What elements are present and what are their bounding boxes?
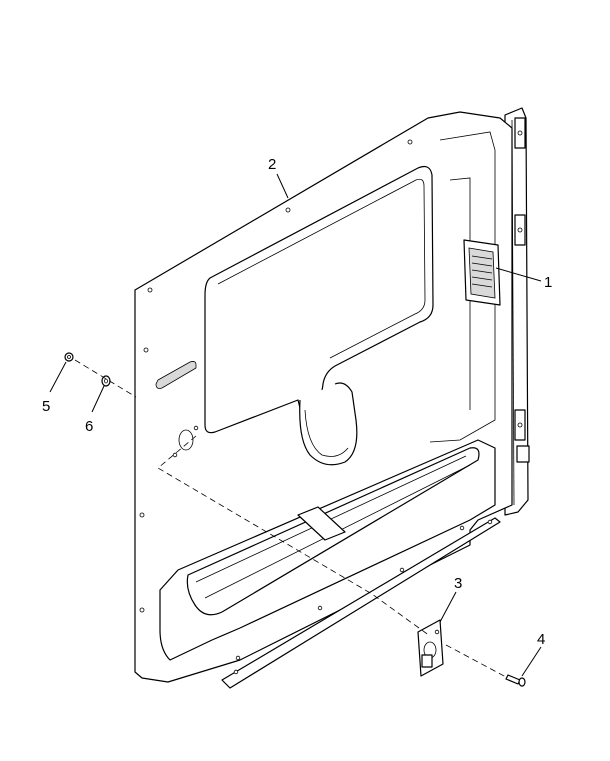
- push-pin: [64, 352, 74, 362]
- clip-bracket: [417, 619, 444, 677]
- vent-grille: [463, 239, 501, 306]
- callout-5: 5: [42, 398, 50, 415]
- callout-3: 3: [454, 575, 462, 592]
- callout-1: 1: [544, 274, 552, 291]
- callout-2: 2: [268, 156, 276, 173]
- callout-4: 4: [537, 631, 545, 648]
- leader-lines: [49, 173, 542, 677]
- screw: [505, 674, 526, 687]
- callout-6: 6: [85, 418, 93, 435]
- assembly-lines: [74, 359, 507, 678]
- trim-panel: [134, 111, 513, 689]
